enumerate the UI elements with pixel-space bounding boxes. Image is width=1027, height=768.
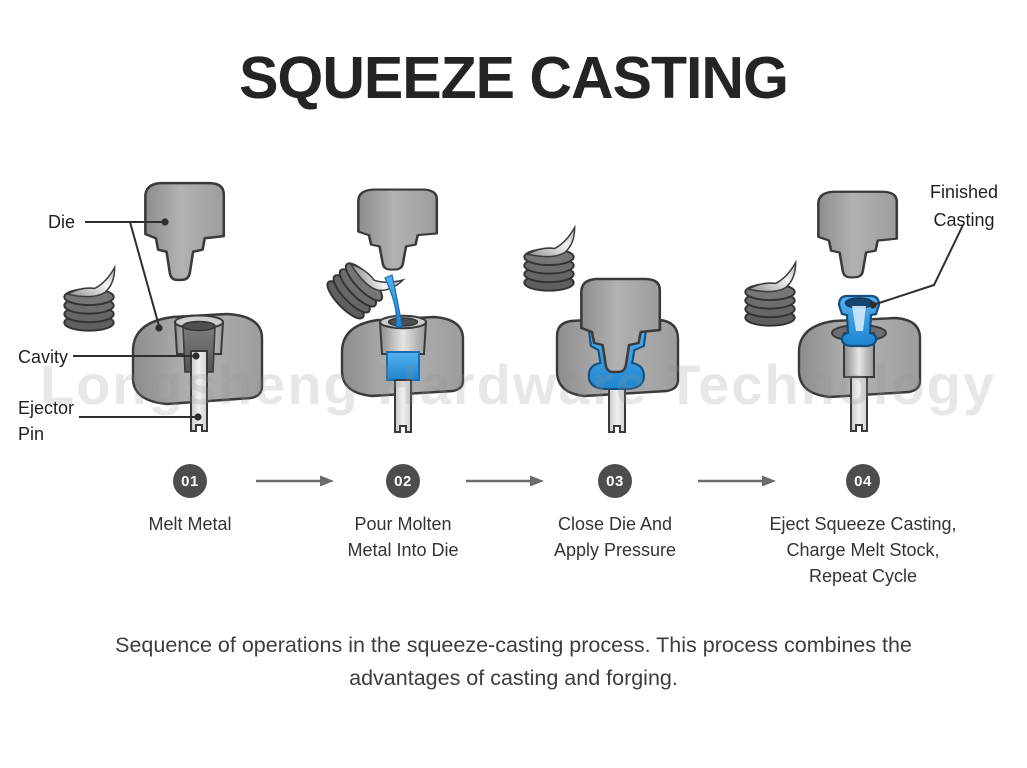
cavity-label: Cavity <box>18 347 69 367</box>
melt-stock-coil-icon <box>744 261 797 327</box>
step4-ejection-illustration <box>744 190 964 432</box>
upper-die-icon <box>144 181 226 282</box>
step2-number: 02 <box>394 472 412 490</box>
ejector-pin-label: Ejector Pin <box>18 398 75 444</box>
melt-stock-coil-icon <box>523 226 576 292</box>
ejector-pin-icon <box>850 376 868 432</box>
upper-die-icon <box>817 190 899 279</box>
step2-number-badge: 02 <box>386 464 420 498</box>
step3-number: 03 <box>606 472 624 490</box>
ejector-pin-icon <box>190 350 208 432</box>
pour-stream-icon <box>384 274 403 328</box>
arrow-right-icon <box>256 475 334 487</box>
step1-open-die-illustration <box>63 181 264 432</box>
step4-number-badge: 04 <box>846 464 880 498</box>
step3-closed-die-illustration <box>523 226 680 433</box>
die-label: Die <box>48 212 76 232</box>
step2-caption: Pour Molten Metal Into Die <box>347 514 459 560</box>
step3-number-badge: 03 <box>598 464 632 498</box>
step3-caption: Close Die And Apply Pressure <box>553 514 677 560</box>
ejector-pin-icon <box>608 383 626 433</box>
leader-line <box>875 224 964 305</box>
ejector-pin-icon <box>394 379 412 433</box>
step1-number: 01 <box>181 472 199 490</box>
leader-lines <box>73 221 195 418</box>
page-title: SQUEEZE CASTING <box>239 45 789 111</box>
molten-metal-in-cavity-icon <box>386 351 420 381</box>
arrow-right-icon <box>698 475 776 487</box>
step4-number: 04 <box>854 472 872 490</box>
finished-casting-label: Finished Casting <box>929 182 999 230</box>
step1-number-badge: 01 <box>173 464 207 498</box>
step2-pouring-illustration <box>321 188 465 433</box>
footer-caption: Sequence of operations in the squeeze-ca… <box>115 633 912 690</box>
step4-caption: Eject Squeeze Casting, Charge Melt Stock… <box>769 514 957 586</box>
finished-casting-icon <box>837 294 881 348</box>
step1-caption: Melt Metal <box>148 514 232 534</box>
upper-die-icon <box>357 188 439 271</box>
melt-stock-coil-icon <box>63 266 116 332</box>
arrow-right-icon <box>466 475 544 487</box>
